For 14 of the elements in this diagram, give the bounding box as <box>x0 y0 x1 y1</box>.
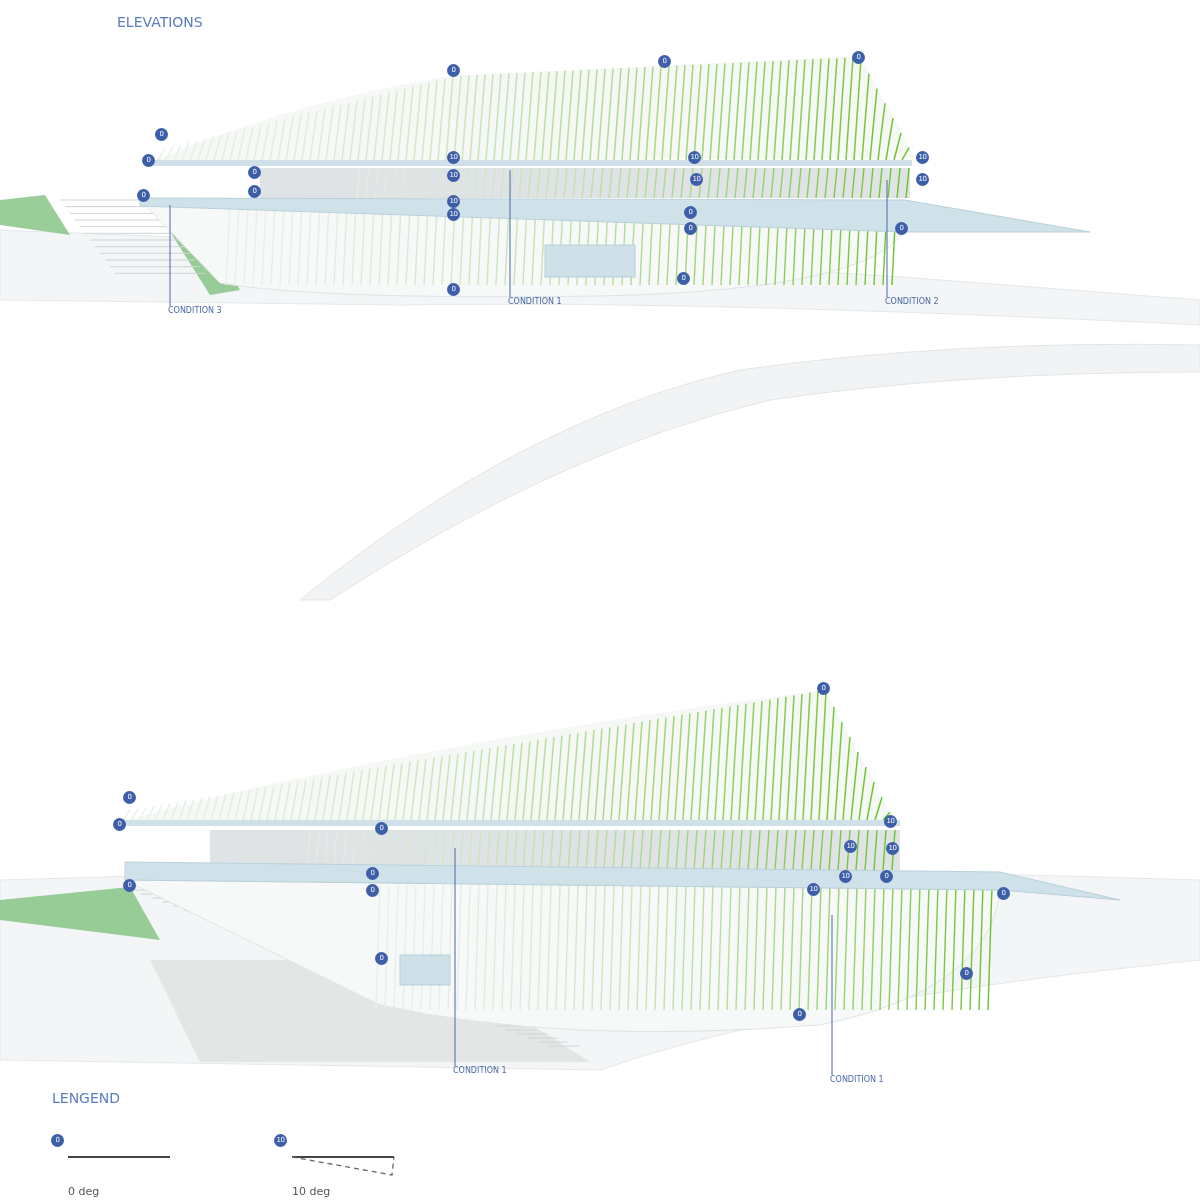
legend-text: 10 deg <box>292 1185 331 1198</box>
leader-line <box>886 179 888 298</box>
leader-line <box>454 847 456 1067</box>
condition-label: CONDITION 1 <box>830 1075 884 1084</box>
leader-line <box>509 169 511 298</box>
legend-text: 0 deg <box>68 1185 100 1198</box>
legend-heading: LENGEND <box>52 1090 121 1106</box>
condition-label: CONDITION 3 <box>168 306 222 315</box>
title: ELEVATIONS <box>117 14 203 30</box>
condition-label: CONDITION 1 <box>508 297 562 306</box>
condition-label: CONDITION 1 <box>453 1066 507 1075</box>
leader-line <box>169 204 171 307</box>
leader-line <box>831 914 833 1076</box>
condition-label: CONDITION 2 <box>885 297 939 306</box>
